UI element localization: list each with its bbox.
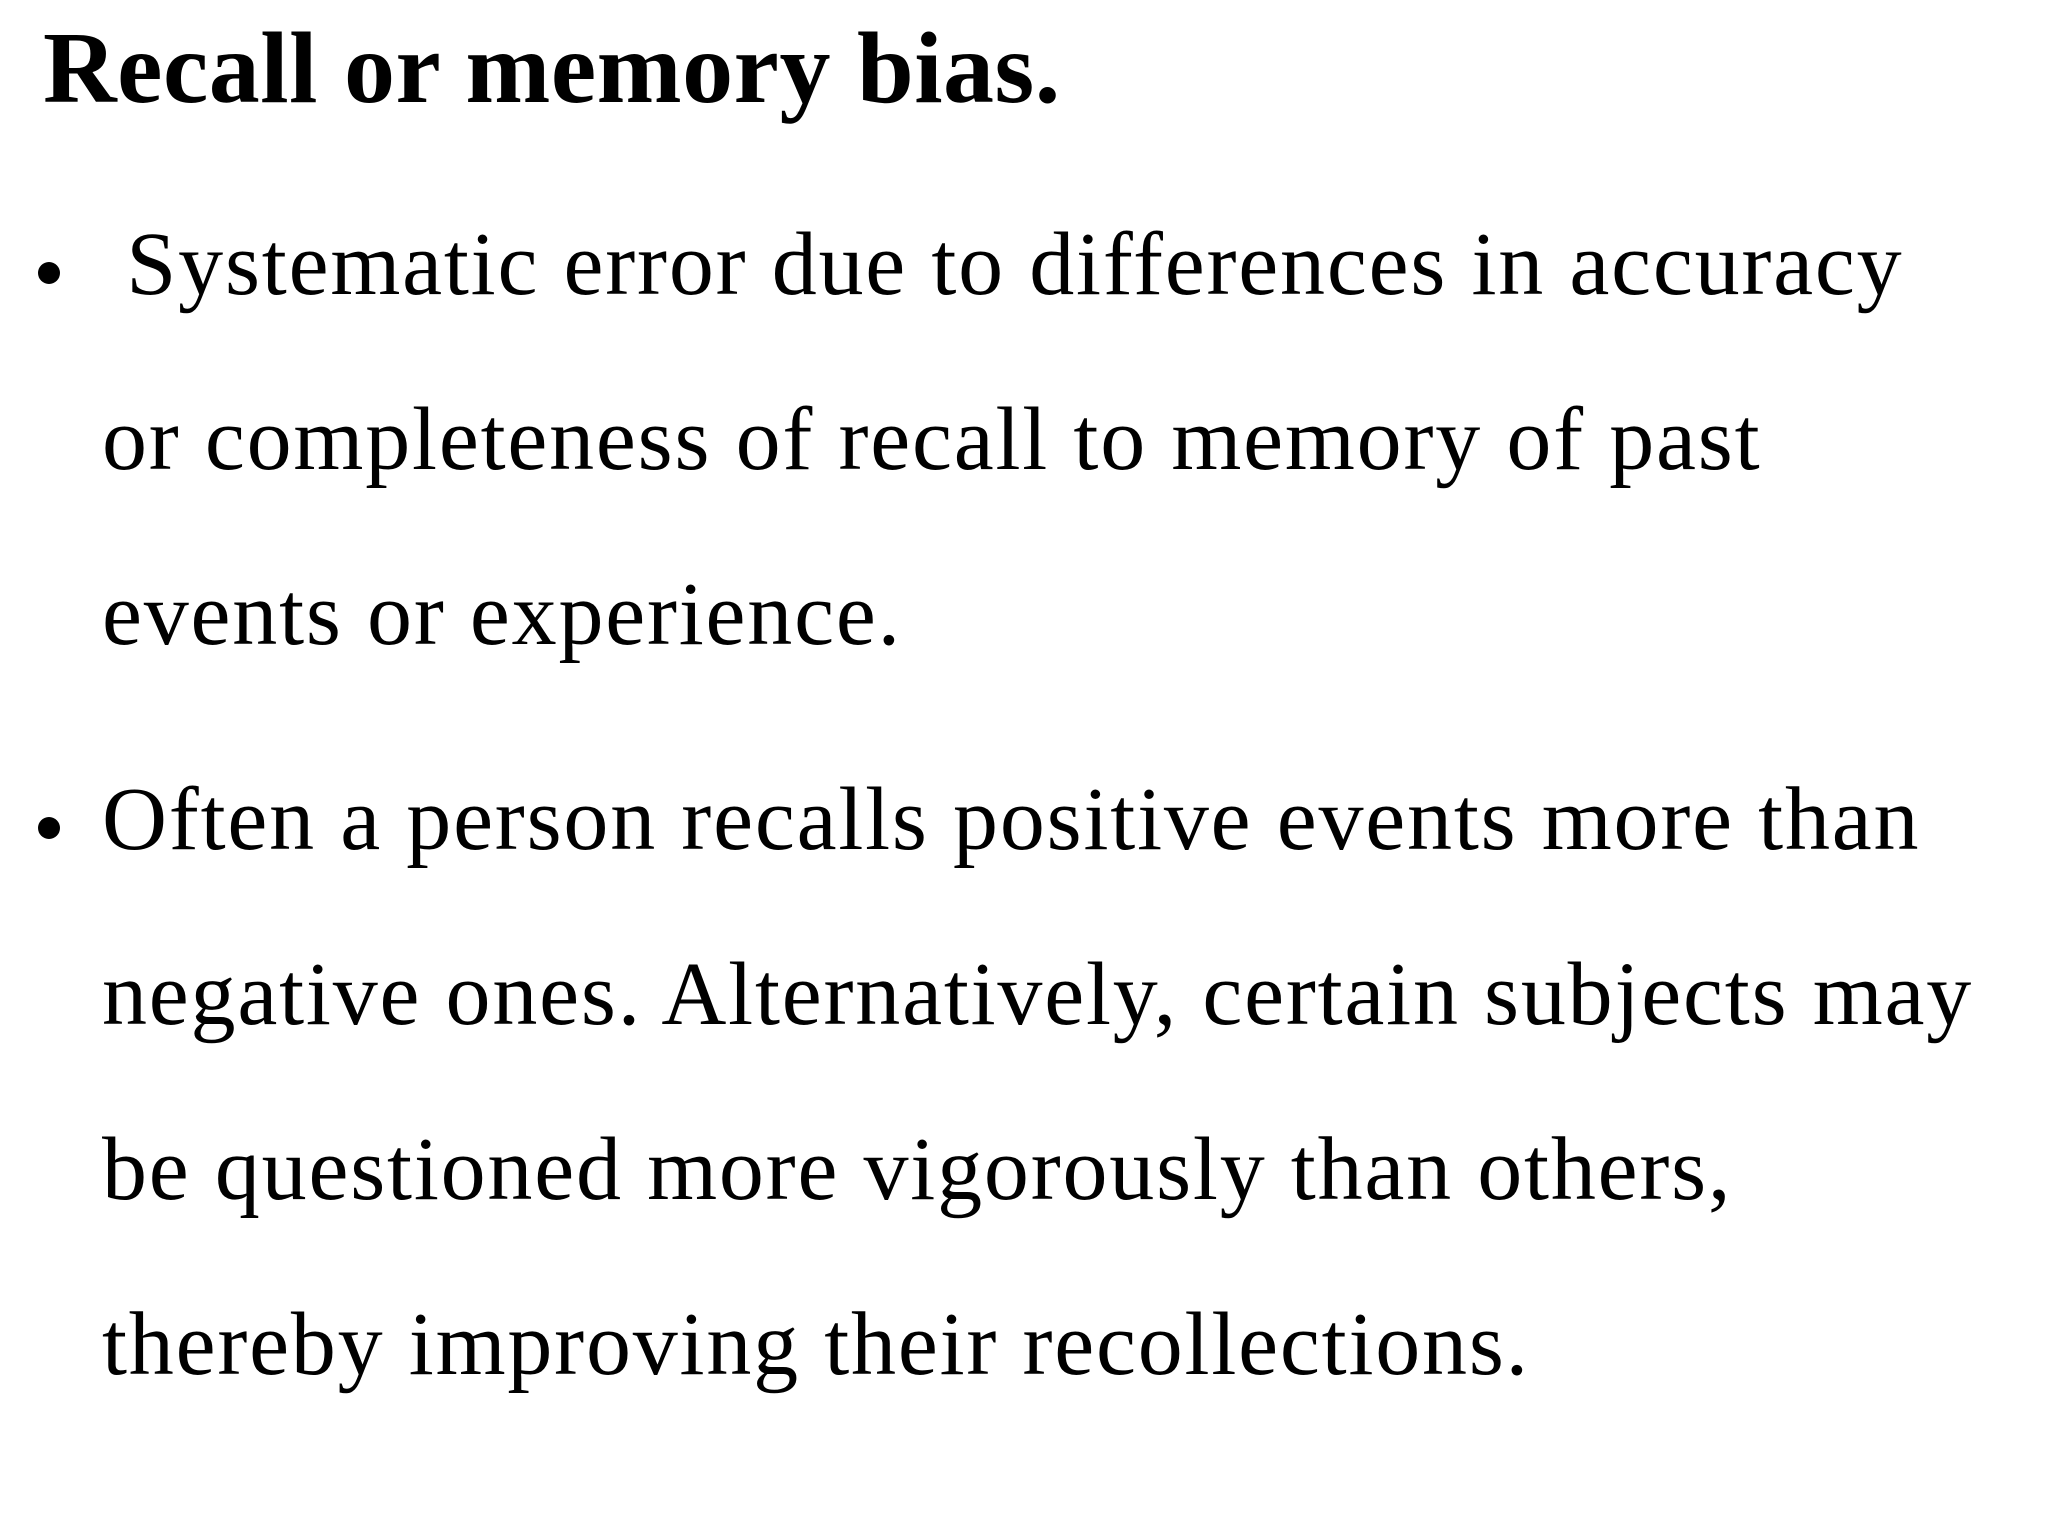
bullet-line: be questioned more vigorously than other… <box>102 1120 1733 1219</box>
bullet-icon <box>38 817 60 839</box>
bullet-item: Systematic error due to differences in a… <box>38 177 2048 702</box>
bullet-item: Often a person recalls positive events m… <box>38 732 2048 1432</box>
bullet-line: events or experience. <box>102 565 902 664</box>
bullet-line: Often a person recalls positive events m… <box>102 770 1921 869</box>
bullet-line: negative ones. Alternatively, certain su… <box>102 945 1974 1044</box>
bullet-list: Systematic error due to differences in a… <box>38 177 2048 1432</box>
bullet-line: or completeness of recall to memory of p… <box>102 390 1762 489</box>
slide-title: Recall or memory bias. <box>43 12 1061 125</box>
bullet-icon <box>38 262 60 284</box>
bullet-line: Systematic error due to differences in a… <box>102 215 1904 314</box>
bullet-line: thereby improving their recollections. <box>102 1295 1530 1394</box>
